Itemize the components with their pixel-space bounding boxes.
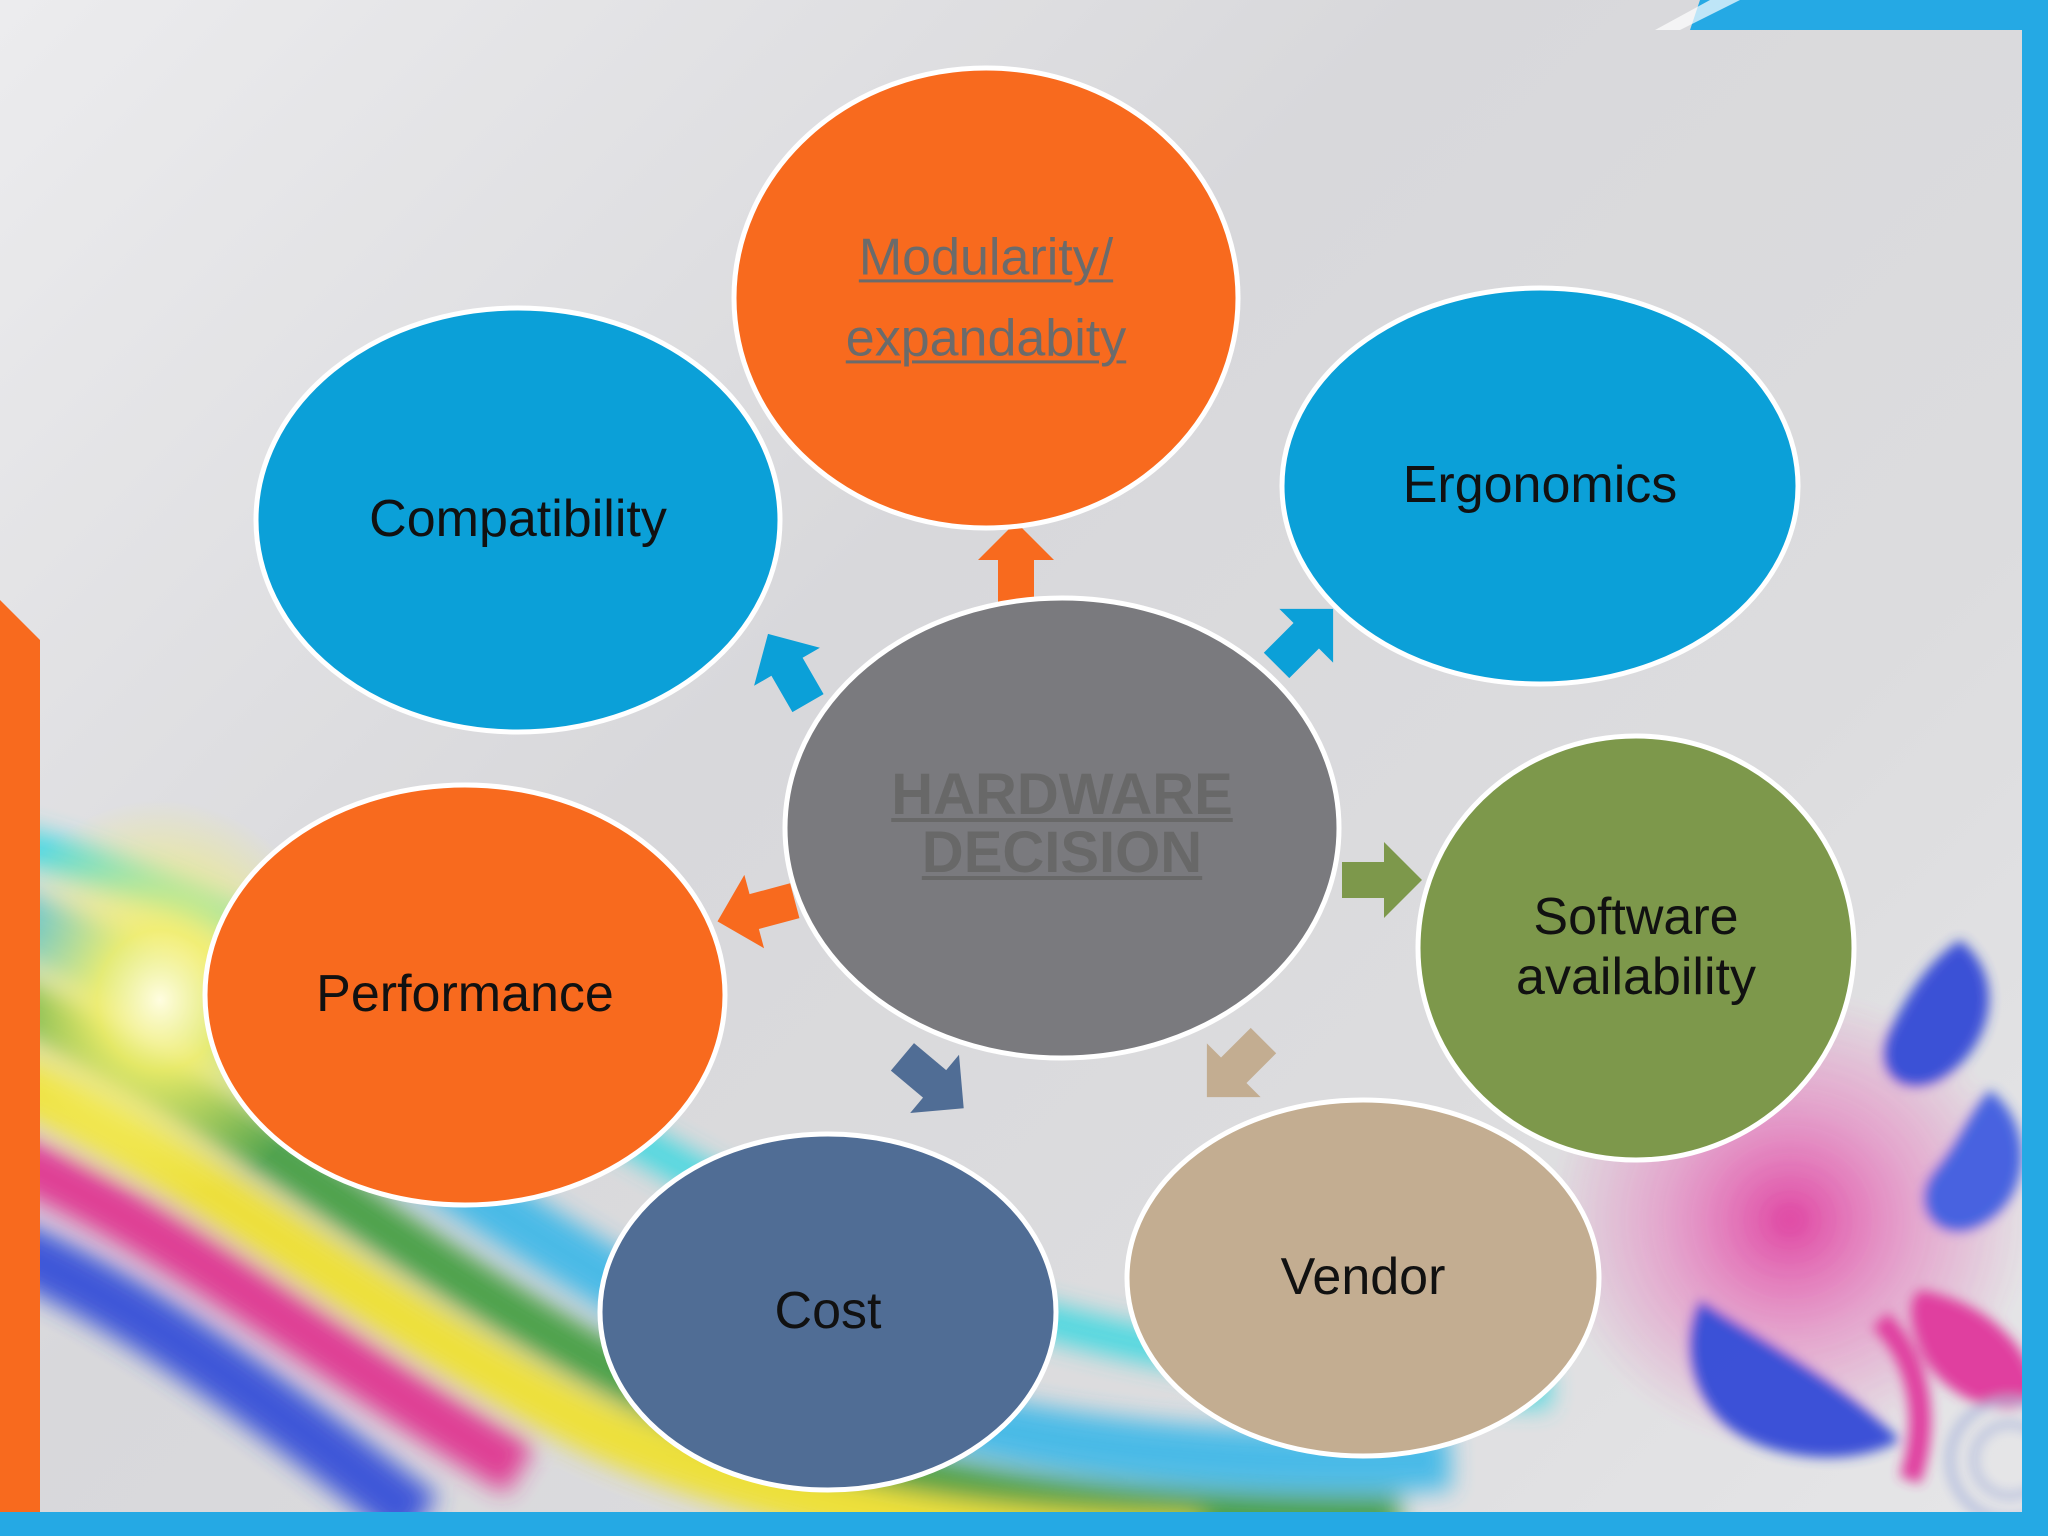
node-circle-cost [597, 1131, 1059, 1493]
node-label-performance: Performance [316, 965, 614, 1025]
node-label-compatibility-line: Compatibility [369, 490, 667, 549]
node-label-performance-line: Performance [316, 965, 614, 1024]
frame-accent-right [2022, 30, 2048, 1536]
node-label-vendor: Vendor [1281, 1248, 1446, 1308]
node-circle-vendor [1124, 1097, 1602, 1459]
frame-accent-bottom [0, 1512, 2048, 1536]
center-circle [782, 595, 1342, 1061]
node-label-ergonomics-line: Ergonomics [1402, 456, 1678, 515]
center-label-line: HARDWARE [891, 762, 1233, 827]
connector-arrow-compatibility [754, 633, 824, 713]
node-label-modularity[interactable]: Modularity/expandabity [846, 217, 1126, 378]
node-circle-compatibility [253, 305, 783, 735]
node-label-vendor-line: Vendor [1280, 1248, 1446, 1307]
node-label-ergonomics: Ergonomics [1403, 456, 1678, 516]
connector-arrow-ergonomics [1263, 608, 1334, 679]
node-circle-software [1415, 733, 1857, 1163]
node-circle-ergonomics [1279, 285, 1801, 687]
node-label-compatibility: Compatibility [369, 490, 667, 550]
node-label-cost: Cost [775, 1282, 882, 1342]
connector-arrow-performance [717, 874, 800, 949]
floral-decoration [1550, 940, 2048, 1523]
node-label-software-line: availability [1516, 948, 1756, 1006]
node-label-software-line: Software [1533, 888, 1739, 947]
node-circle-modularity [731, 65, 1241, 531]
connector-arrow-software [1342, 842, 1422, 918]
frame-accent-left [0, 600, 40, 1536]
node-label-cost-line: Cost [774, 1282, 882, 1341]
center-label-line: DECISION [921, 820, 1203, 885]
connector-arrows [717, 522, 1422, 1113]
frame-accent-top-highlight [1655, 0, 1740, 30]
node-label-modularity-line: expandabity [845, 309, 1127, 367]
node-label-modularity-line: Modularity/ [858, 228, 1114, 287]
connector-arrow-cost [890, 1043, 964, 1113]
connector-arrow-modularity [978, 522, 1054, 602]
frame-accent-top [1690, 0, 2048, 30]
connector-arrow-vendor [1206, 1027, 1277, 1098]
node-circles [202, 65, 1857, 1493]
node-circle-performance [202, 782, 728, 1208]
